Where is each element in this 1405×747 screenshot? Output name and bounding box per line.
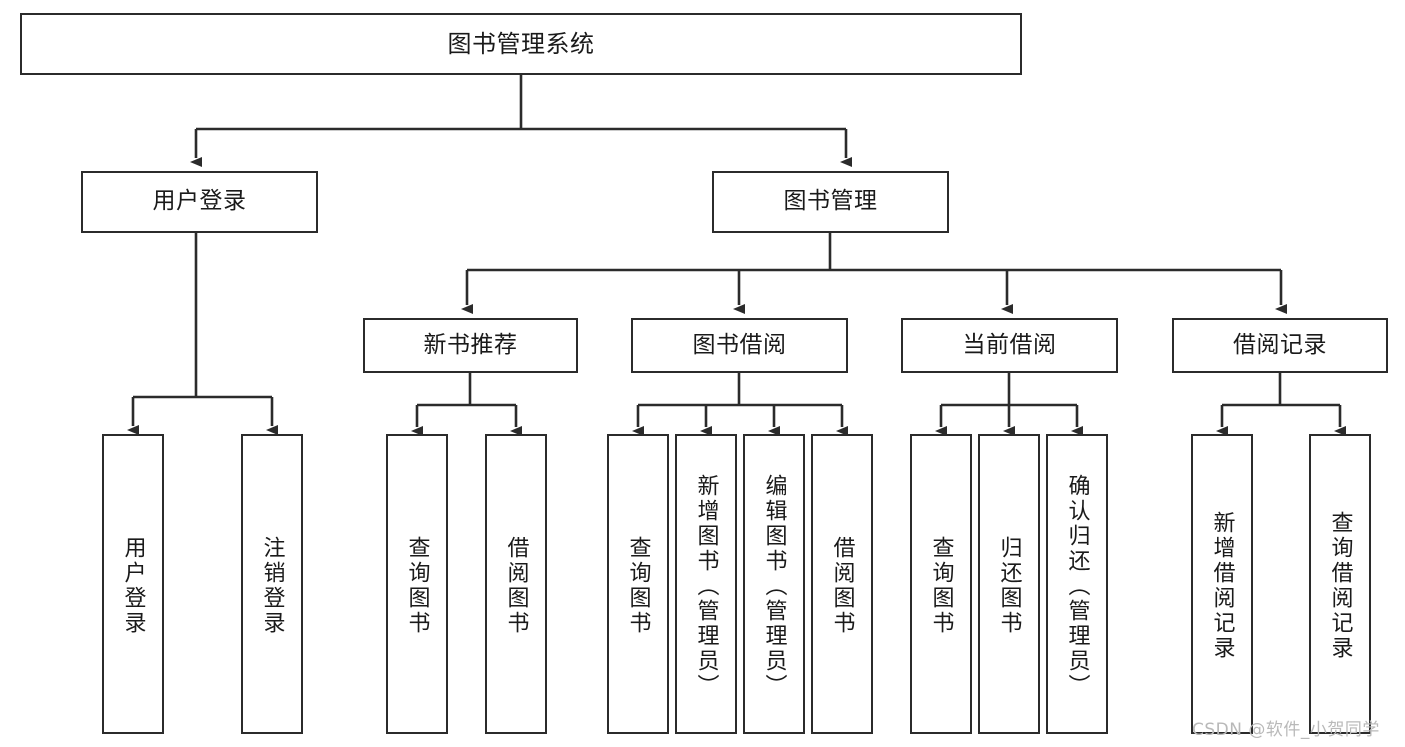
node-borrow-record[interactable]: 借阅记录 [1172,318,1388,373]
node-label: 当前借阅 [962,331,1057,358]
leaf-return-book[interactable]: 归还图书 [978,434,1040,734]
node-new-book-recommend[interactable]: 新书推荐 [363,318,578,373]
leaf-borrow-book-new[interactable]: 借阅图书 [485,434,547,734]
node-label: 借阅图书 [829,536,855,636]
node-label: 查询图书 [928,536,954,636]
leaf-query-book-new[interactable]: 查询图书 [386,434,448,734]
node-label: 归还图书 [996,536,1022,636]
node-current-borrow[interactable]: 当前借阅 [901,318,1118,373]
node-label: 查询图书 [404,536,430,636]
node-label: 图书管理 [783,188,878,215]
leaf-query-borrow-record[interactable]: 查询借阅记录 [1309,434,1371,734]
node-label: 新增图书（管理员） [693,473,719,699]
leaf-user-login[interactable]: 用户登录 [102,434,164,734]
leaf-edit-book-admin[interactable]: 编辑图书（管理员） [743,434,805,734]
leaf-query-book-borrow[interactable]: 查询图书 [607,434,669,734]
node-label: 借阅记录 [1233,331,1327,358]
node-root-system[interactable]: 图书管理系统 [20,13,1022,75]
node-label: 注销登录 [259,536,285,636]
leaf-confirm-return-admin[interactable]: 确认归还（管理员） [1046,434,1108,734]
node-label: 编辑图书（管理员） [761,473,787,699]
leaf-add-borrow-record[interactable]: 新增借阅记录 [1191,434,1253,734]
node-label: 图书管理系统 [447,29,595,58]
leaf-borrow-book[interactable]: 借阅图书 [811,434,873,734]
node-label: 借阅图书 [503,536,529,636]
leaf-add-book-admin[interactable]: 新增图书（管理员） [675,434,737,734]
node-label: 新书推荐 [423,331,518,358]
node-label: 查询借阅记录 [1327,511,1353,661]
node-label: 确认归还（管理员） [1064,473,1090,699]
leaf-query-book-current[interactable]: 查询图书 [910,434,972,734]
node-label: 新增借阅记录 [1209,511,1235,661]
csdn-watermark: CSDN @软件_小贺同学 [1192,720,1380,740]
node-label: 用户登录 [120,536,146,636]
node-label: 图书借阅 [692,331,787,358]
node-user-login[interactable]: 用户登录 [81,171,318,233]
node-label: 查询图书 [625,536,651,636]
leaf-logout[interactable]: 注销登录 [241,434,303,734]
node-label: 用户登录 [152,188,247,215]
node-book-management[interactable]: 图书管理 [712,171,949,233]
node-book-borrow[interactable]: 图书借阅 [631,318,848,373]
